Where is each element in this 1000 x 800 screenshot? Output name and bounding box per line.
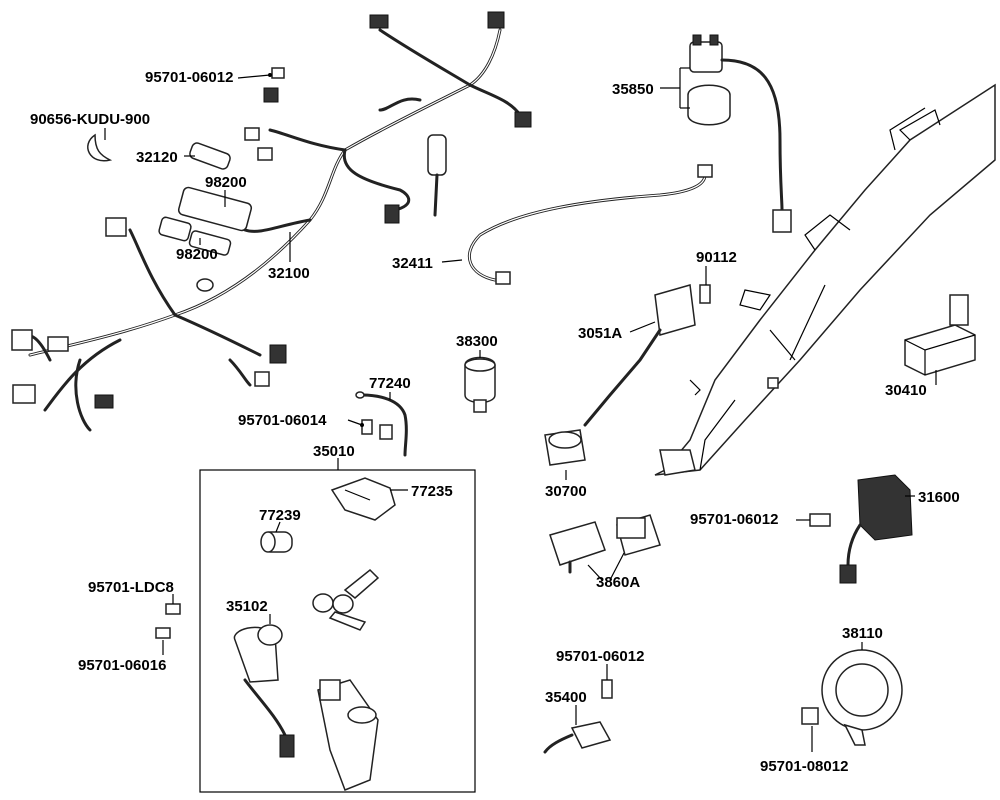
label-95701-08012: 95701-08012 bbox=[760, 758, 848, 775]
part-35400 bbox=[543, 679, 613, 754]
label-95701-06016: 95701-06016 bbox=[78, 657, 166, 674]
relay-block-30410 bbox=[904, 294, 976, 376]
cable-77240 bbox=[355, 391, 408, 457]
label-35010: 35010 bbox=[313, 443, 355, 460]
main-wiring-harness bbox=[11, 11, 532, 432]
label-3051a: 3051A bbox=[578, 325, 622, 342]
bolts-left bbox=[155, 67, 373, 639]
label-77235: 77235 bbox=[411, 483, 453, 500]
part-77235 bbox=[330, 477, 396, 521]
frame-drawing bbox=[654, 83, 996, 476]
label-98200-upper: 98200 bbox=[205, 174, 247, 191]
label-30410: 30410 bbox=[885, 382, 927, 399]
label-95701-06014: 95701-06014 bbox=[238, 412, 327, 429]
starter-relay-35850 bbox=[687, 34, 792, 233]
label-38110: 38110 bbox=[842, 625, 883, 642]
part-38300 bbox=[464, 356, 496, 413]
label-38300: 38300 bbox=[456, 333, 498, 350]
clamp-parts bbox=[87, 127, 273, 256]
part-labels: 95701-06012 90656-KUDU-900 32120 98200 9… bbox=[30, 69, 960, 775]
horn-38110 bbox=[801, 649, 903, 746]
regulator-31600 bbox=[809, 474, 913, 584]
label-32411: 32411 bbox=[392, 255, 433, 272]
leader-lines bbox=[104, 67, 937, 752]
label-95701-06012-b: 95701-06012 bbox=[690, 511, 778, 528]
label-30700: 30700 bbox=[545, 483, 587, 500]
label-98200-lower: 98200 bbox=[176, 246, 218, 263]
label-95701-06012: 95701-06012 bbox=[145, 69, 233, 86]
label-3860a: 3860A bbox=[596, 574, 640, 591]
label-35400: 35400 bbox=[545, 689, 587, 706]
part-3860A bbox=[549, 514, 661, 574]
steering-column bbox=[317, 679, 379, 791]
label-95701-ldc8: 95701-LDC8 bbox=[88, 579, 174, 596]
label-77240: 77240 bbox=[369, 375, 411, 392]
label-31600: 31600 bbox=[918, 489, 960, 506]
label-90656-kudu-900: 90656-KUDU-900 bbox=[30, 111, 150, 128]
sensor-3051A bbox=[583, 284, 711, 427]
cable-32411 bbox=[467, 164, 713, 285]
label-95701-06012-c: 95701-06012 bbox=[556, 648, 644, 665]
label-90112: 90112 bbox=[696, 249, 737, 266]
ignition-switch bbox=[233, 624, 295, 758]
label-35102: 35102 bbox=[226, 598, 268, 615]
keys bbox=[312, 568, 380, 631]
label-32100: 32100 bbox=[268, 265, 310, 282]
part-77239 bbox=[260, 531, 293, 553]
label-32120: 32120 bbox=[136, 149, 178, 166]
label-77239: 77239 bbox=[259, 507, 301, 524]
label-35850: 35850 bbox=[612, 81, 654, 98]
part-30700 bbox=[544, 429, 586, 466]
